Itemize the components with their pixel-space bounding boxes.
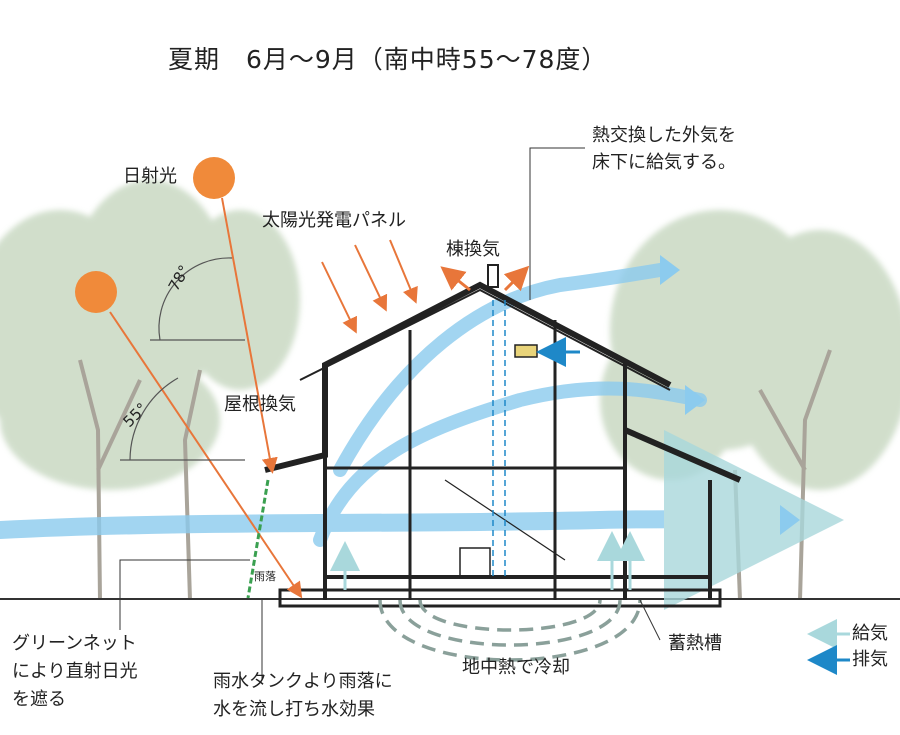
geothermal-loops <box>378 599 642 662</box>
sun-low-icon <box>75 271 117 313</box>
label-fresh-air-line1: 熱交換した外気を <box>592 125 736 146</box>
airflow-streams <box>0 263 844 610</box>
ground <box>0 598 900 735</box>
green-net <box>246 479 270 599</box>
label-green-net-line1: グリーンネット <box>12 633 137 654</box>
supply-duct <box>492 300 506 580</box>
label-solar-panel: 太陽光発電パネル <box>262 210 406 231</box>
legend-exhaust-label: 排気 <box>852 649 888 670</box>
label-fresh-air-line2: 床下に給気する。 <box>592 152 736 173</box>
label-ridge-ventilation: 棟換気 <box>446 239 500 260</box>
sun-high-icon <box>193 157 235 199</box>
label-rain-tank-line2: 水を流し打ち水効果 <box>213 699 375 720</box>
house-section <box>264 264 742 608</box>
label-green-net-line3: を遮る <box>12 689 66 710</box>
label-rain-tank-line1: 雨水タンクより雨落に <box>213 671 393 692</box>
supply-arrows <box>330 531 645 590</box>
airflow-arrowhead-upper <box>660 255 680 285</box>
airflow-arrowhead-middle <box>685 385 705 415</box>
diagram-title: 夏期 6月～9月（南中時55～78度） <box>168 45 608 74</box>
sun-ray-78 <box>221 197 278 474</box>
sun-ray-55 <box>109 311 303 599</box>
ridge-exhaust-arrows <box>440 265 530 292</box>
label-sunlight: 日射光 <box>123 166 177 187</box>
airflow-arrowhead-east <box>780 505 800 535</box>
angle-marks <box>120 257 245 461</box>
leader-lines <box>119 147 661 680</box>
label-green-net-line2: により直射日光 <box>12 661 138 682</box>
label-geothermal: 地中熱で冷却 <box>462 657 570 678</box>
label-downspout: 雨落 <box>254 570 276 583</box>
solar-panel-rays <box>321 239 418 334</box>
label-heat-storage: 蓄熱槽 <box>668 633 722 654</box>
label-roof-ventilation: 屋根換気 <box>224 394 296 415</box>
legend-supply-label: 給気 <box>852 623 888 644</box>
